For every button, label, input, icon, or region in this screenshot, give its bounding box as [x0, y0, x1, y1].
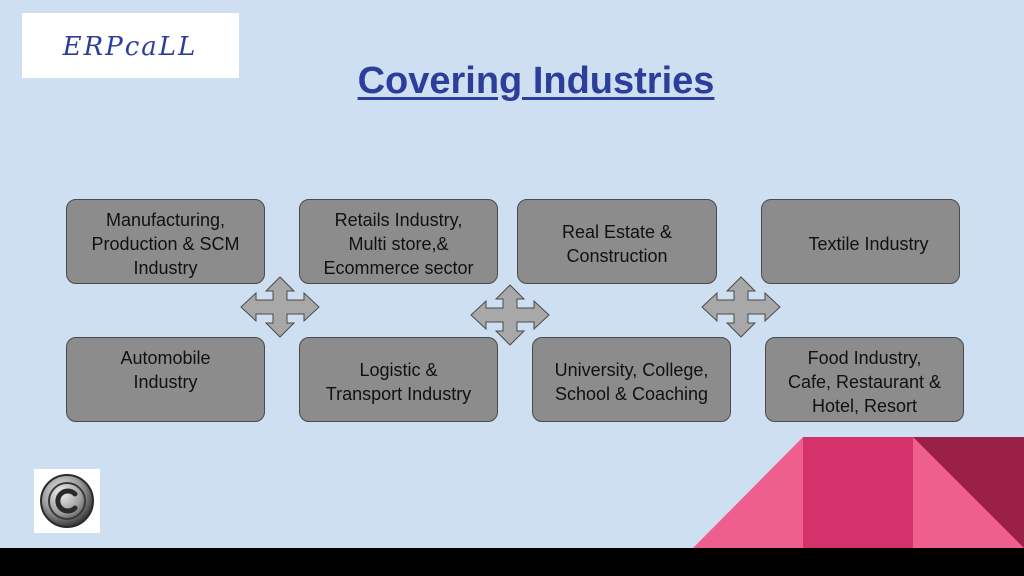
- four-way-arrow-icon: [240, 276, 320, 338]
- four-way-arrow-icon: [701, 276, 781, 338]
- copyright-icon: [40, 474, 94, 528]
- industry-box-real-estate: Real Estate & Construction: [517, 199, 717, 284]
- industry-box-logistic: Logistic & Transport Industry: [299, 337, 498, 422]
- industry-box-retail: Retails Industry, Multi store,& Ecommerc…: [299, 199, 498, 284]
- footer-bar: [0, 548, 1024, 576]
- page-title: Covering Industries: [357, 60, 715, 102]
- industry-box-food: Food Industry, Cafe, Restaurant & Hotel,…: [765, 337, 964, 422]
- industry-box-automobile: Automobile Industry: [66, 337, 265, 422]
- industry-box-manufacturing: Manufacturing, Production & SCM Industry: [66, 199, 265, 284]
- industry-box-education: University, College, School & Coaching: [532, 337, 731, 422]
- company-logo: ERPcaLL: [22, 13, 239, 78]
- copyright-badge: [34, 469, 100, 533]
- logo-text: ERPcaLL: [62, 32, 198, 62]
- industry-box-textile: Textile Industry: [761, 199, 960, 284]
- four-way-arrow-icon: [470, 284, 550, 346]
